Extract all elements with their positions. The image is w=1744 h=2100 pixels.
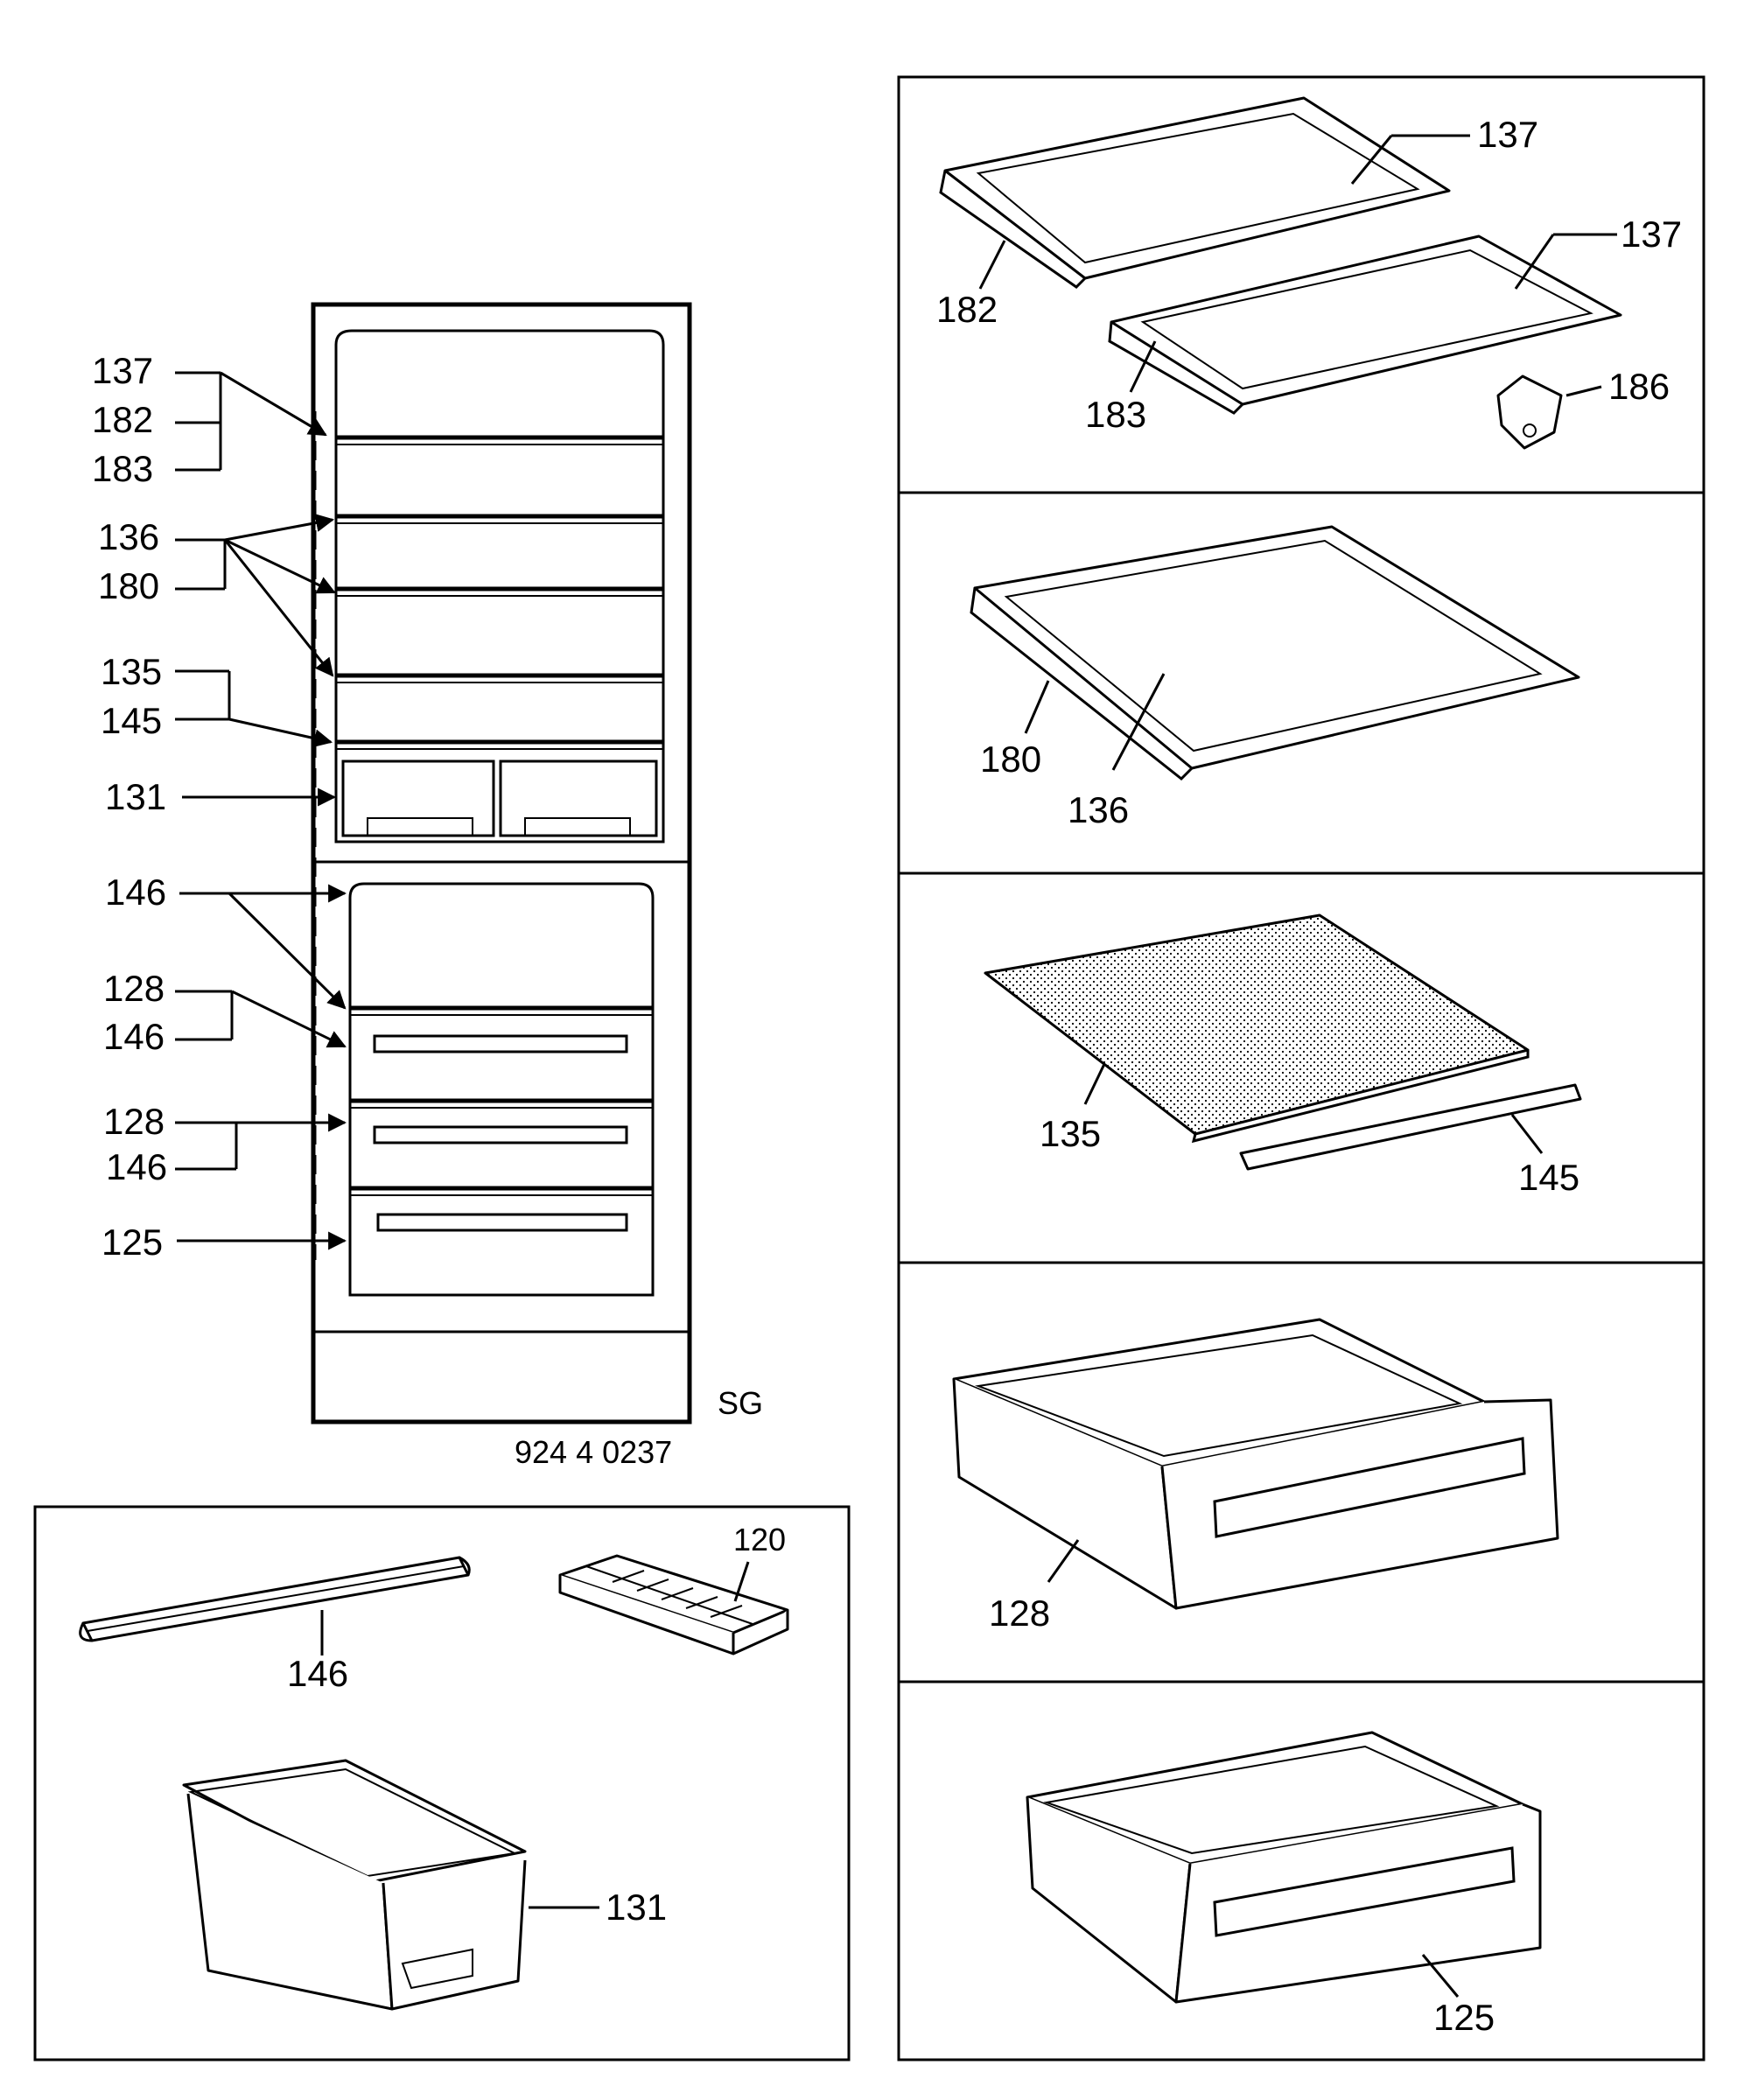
- callout-135: 135: [1040, 1113, 1101, 1154]
- freezer-strip-146: [79, 1556, 471, 1642]
- panel-shelves-top: 137 137 182 183 186: [936, 96, 1682, 450]
- freezer-drawers: [350, 1005, 653, 1232]
- clip-186: [1496, 374, 1563, 450]
- callout-183: 183: [1085, 394, 1146, 435]
- callout-131-detail: 131: [606, 1886, 667, 1928]
- callout-180: 180: [98, 565, 159, 606]
- callout-137-a: 137: [1477, 114, 1538, 155]
- model-code: SG: [718, 1385, 763, 1421]
- callout-120: 120: [733, 1522, 786, 1558]
- crisper-bin-131: [182, 1759, 527, 2011]
- callout-145: 145: [101, 700, 162, 741]
- callout-136: 136: [98, 516, 159, 557]
- callout-186: 186: [1608, 366, 1670, 407]
- arrow-137: [220, 371, 327, 437]
- callout-125: 125: [1433, 1997, 1495, 2038]
- callout-125: 125: [102, 1222, 163, 1263]
- arrow-136-b: [224, 538, 336, 594]
- shelf-183: [1110, 234, 1622, 406]
- arrow-136-a: [224, 514, 335, 542]
- arrow-146-b: [228, 892, 347, 1010]
- callout-131: 131: [105, 776, 166, 817]
- arrow-135: [228, 718, 333, 748]
- callout-137: 137: [92, 350, 153, 391]
- callout-182: 182: [92, 399, 153, 440]
- fridge-shelves: [336, 435, 663, 750]
- accessories-frame: [33, 1505, 851, 2062]
- detail-panels-frame: [897, 75, 1705, 2062]
- part-number: 924 4 0237: [515, 1434, 672, 1470]
- callout-182: 182: [936, 289, 998, 330]
- drawer-125-handle: [1213, 1846, 1516, 1937]
- crisper-bins: [341, 760, 658, 837]
- glass-shelf-136: [973, 525, 1580, 770]
- callout-135: 135: [101, 651, 162, 692]
- callout-183: 183: [92, 448, 153, 489]
- strip-145: [1239, 1083, 1582, 1171]
- fridge-elevation: 137 182 183 136 180 135 145 131 146 128 …: [92, 302, 763, 1470]
- accessories-panel: 146 120 131: [33, 1505, 851, 2062]
- callout-146-mid: 146: [103, 1016, 165, 1057]
- callout-137-b: 137: [1621, 214, 1682, 255]
- callout-146: 146: [287, 1653, 348, 1694]
- ice-tray-120: [558, 1554, 789, 1656]
- callout-146-low: 146: [106, 1146, 167, 1187]
- detail-panels: 137 137 182 183 186 180 136: [897, 75, 1705, 2062]
- shelf-182: [943, 96, 1451, 280]
- fridge-liner: [334, 329, 665, 844]
- callout-180: 180: [980, 738, 1041, 780]
- freezer-liner: [348, 882, 655, 1297]
- callout-128-b: 128: [103, 1101, 165, 1142]
- callout-136: 136: [1068, 789, 1129, 830]
- callout-145: 145: [1518, 1157, 1579, 1198]
- panel-shelf-perforated: 135 145: [984, 914, 1582, 1198]
- drawer-128-handle: [1213, 1437, 1526, 1538]
- callout-128: 128: [989, 1592, 1050, 1634]
- callout-128-a: 128: [103, 968, 165, 1009]
- arrow-128-a: [231, 990, 347, 1048]
- callout-146-top: 146: [105, 872, 166, 913]
- panel-shelf-glass: 180 136: [970, 525, 1580, 830]
- panel-drawer-125: 125: [1026, 1731, 1542, 2038]
- arrow-136-c: [223, 539, 334, 677]
- panel-drawer-128: 128: [952, 1318, 1559, 1634]
- shelf-135: [984, 914, 1530, 1136]
